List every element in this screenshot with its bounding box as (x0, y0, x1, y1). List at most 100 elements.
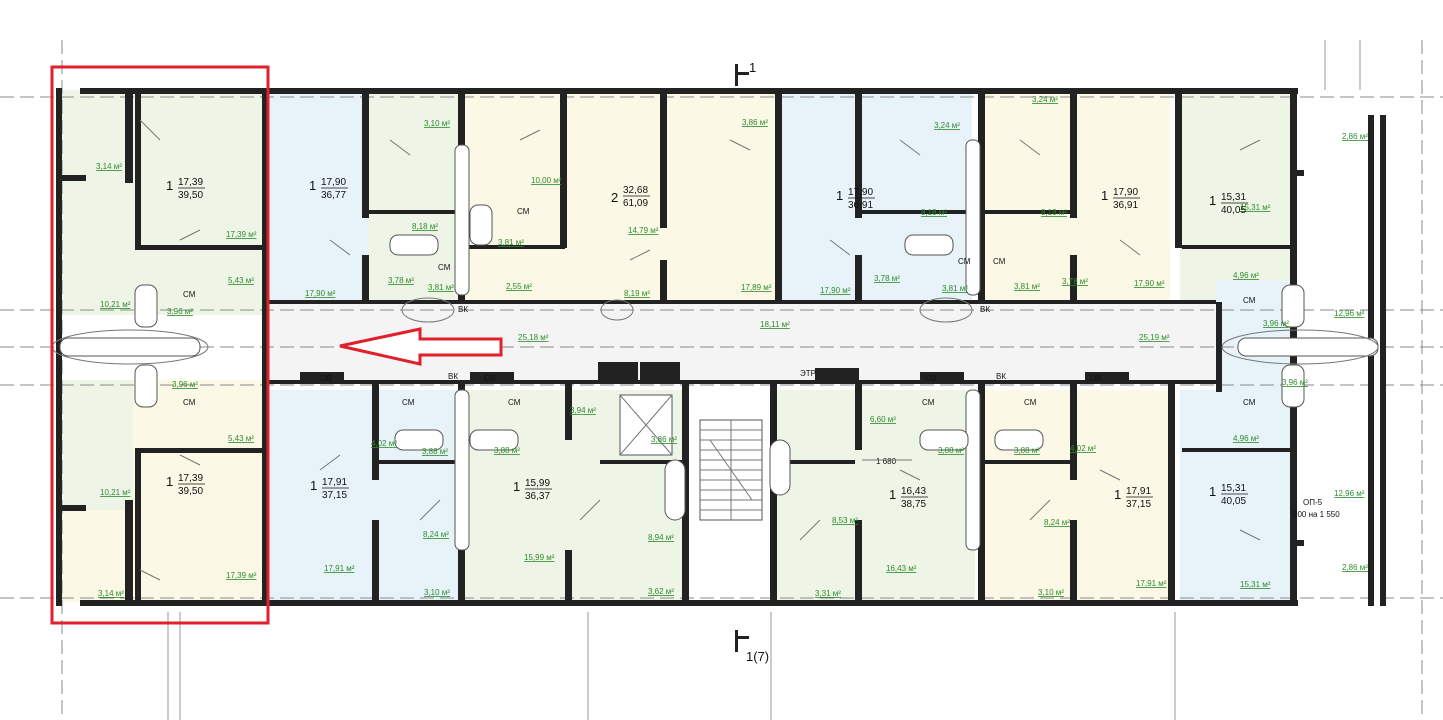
svg-text:17,91: 17,91 (322, 477, 347, 488)
room-area: 3,78 м² (874, 274, 900, 283)
cm-label: СМ (183, 290, 196, 299)
svg-text:37,15: 37,15 (322, 490, 347, 501)
svg-text:39,50: 39,50 (178, 190, 203, 201)
vk-label: ВК (448, 372, 458, 381)
room-area: 3,62 м² (648, 587, 674, 596)
svg-text:17,90: 17,90 (1113, 187, 1138, 198)
room-area: 15,99 м² (524, 553, 555, 562)
apartment-label: 1 15,99 36,37 (513, 478, 552, 502)
room-area: 17,91 м² (324, 564, 355, 573)
room-area: 4,96 м² (1233, 434, 1259, 443)
cm-label: СМ (517, 207, 530, 216)
cm-label: СМ (1024, 398, 1037, 407)
dimension-label: 1 680 (876, 457, 897, 466)
ov-label: ОВ (925, 374, 937, 383)
svg-text:61,09: 61,09 (623, 198, 648, 209)
walls (56, 88, 1386, 606)
svg-text:38,75: 38,75 (901, 499, 926, 510)
svg-text:2: 2 (611, 190, 618, 205)
room-area: 3,10 м² (1038, 588, 1064, 597)
room-area: 3,10 м² (424, 119, 450, 128)
room-area: 3,86 м² (742, 118, 768, 127)
room-area: 8,24 м² (1044, 518, 1070, 527)
room-area: 18,11 м² (760, 320, 790, 329)
room-area: 15,31 м² (1240, 580, 1271, 589)
room-area: 3,96 м² (1263, 319, 1289, 328)
apartment-label: 1 17,90 36,91 (836, 187, 875, 211)
room-area: 25,19 м² (1139, 333, 1170, 342)
svg-text:36,37: 36,37 (525, 491, 550, 502)
svg-text:17,39: 17,39 (178, 177, 203, 188)
cm-label: СМ (922, 398, 935, 407)
room-area: 8,94 м² (648, 533, 674, 542)
room-area: 12,96 м² (1334, 309, 1365, 318)
vk-label: ВК (458, 305, 468, 314)
cm-label: СМ (183, 398, 196, 407)
section-label-bottom: 1(7) (746, 649, 769, 664)
svg-text:1: 1 (836, 188, 843, 203)
svg-text:1: 1 (1114, 487, 1121, 502)
room-area: 17,90 м² (1134, 279, 1165, 288)
room-area: 17,89 м² (741, 283, 772, 292)
apartment-label: 1 17,39 39,50 (166, 177, 205, 201)
room-area: 8,24 м² (423, 530, 449, 539)
room-area: 10,21 м² (100, 300, 131, 309)
room-area: 10,21 м² (100, 488, 131, 497)
room-area: 3,94 м² (570, 406, 596, 415)
door-swings (139, 119, 1261, 581)
vk-label: ВК (996, 372, 1006, 381)
room-area: 17,39 м² (226, 571, 257, 580)
room-area: 3,24 м² (1032, 95, 1058, 104)
svg-text:40,05: 40,05 (1221, 205, 1246, 216)
room-area: 5,43 м² (228, 276, 254, 285)
room-area: 4,02 м² (1070, 444, 1096, 453)
room-area: 5,43 м² (228, 434, 254, 443)
section-mark-bottom: 1(7) (735, 630, 769, 664)
section-mark-top: 1 (735, 60, 756, 86)
room-area: 16,43 м² (886, 564, 917, 573)
room-area: 2,55 м² (506, 282, 532, 291)
svg-text:37,15: 37,15 (1126, 499, 1151, 510)
room-area: 3,96 м² (167, 307, 193, 316)
cm-label: СМ (993, 257, 1006, 266)
cm-label: СМ (402, 398, 415, 407)
svg-text:15,99: 15,99 (525, 478, 550, 489)
op-title: ОП-5 (1303, 498, 1323, 507)
tech-labels: ВК ВК ВК ВК ОВ ОВ ОВ ОВ ЭТР СМ СМ СМ СМ … (183, 207, 1340, 519)
room-area: 3,88 м² (422, 447, 448, 456)
room-areas: 3,14 м² 17,39 м² 5,43 м² 10,21 м² 3,96 м… (96, 95, 1368, 598)
room-area: 8,19 м² (624, 289, 650, 298)
room-area: 3,78 м² (1062, 277, 1088, 286)
highlight-frame (50, 65, 270, 625)
room-area: 17,90 м² (305, 289, 336, 298)
room-area: 17,91 м² (1136, 579, 1167, 588)
svg-text:1: 1 (1209, 193, 1216, 208)
svg-text:17,39: 17,39 (178, 473, 203, 484)
svg-text:15,31: 15,31 (1221, 192, 1246, 203)
room-fills (58, 90, 1296, 602)
svg-text:40,05: 40,05 (1221, 496, 1246, 507)
svg-text:1: 1 (513, 479, 520, 494)
svg-text:39,50: 39,50 (178, 486, 203, 497)
ov-label: ОВ (484, 374, 496, 383)
apartment-label: 1 15,31 40,05 (1209, 192, 1248, 216)
cm-label: СМ (508, 398, 521, 407)
room-area: 4,02 м² (371, 439, 397, 448)
room-area: 3,88 м² (1014, 446, 1040, 455)
apartment-label: 1 17,90 36,91 (1101, 187, 1140, 211)
svg-text:36,77: 36,77 (321, 190, 346, 201)
svg-text:16,43: 16,43 (901, 486, 926, 497)
svg-text:17,90: 17,90 (848, 187, 873, 198)
room-area: 12,96 м² (1334, 489, 1365, 498)
room-area: 3,96 м² (1282, 378, 1308, 387)
room-area: 10,00 м² (531, 176, 562, 185)
room-area: 3,96 м² (172, 380, 198, 389)
svg-text:17,90: 17,90 (321, 177, 346, 188)
room-area: 3,78 м² (388, 276, 414, 285)
room-area: 3,81 м² (942, 284, 968, 293)
fixtures (51, 139, 1379, 551)
apartment-label: 1 17,91 37,15 (1114, 486, 1153, 510)
stairwell (619, 394, 763, 521)
cm-label: СМ (438, 263, 451, 272)
